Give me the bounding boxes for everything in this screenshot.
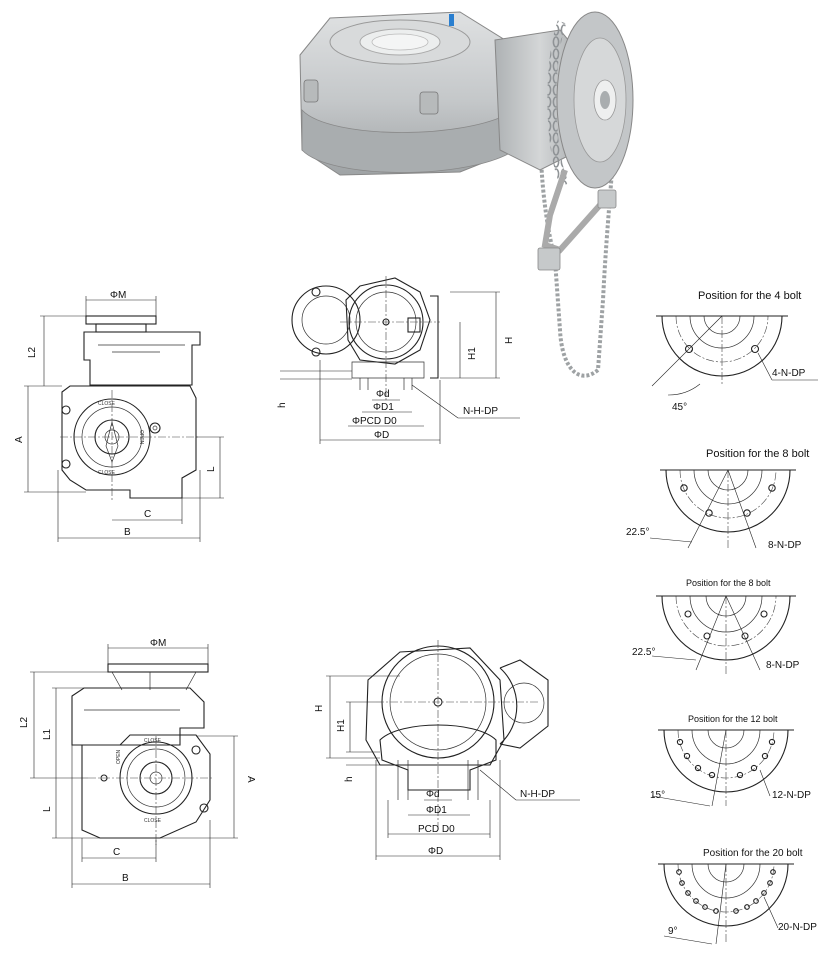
front-dim-h1: H1 bbox=[467, 347, 478, 360]
bolt-pattern-12-callout: 12-N-DP bbox=[772, 790, 811, 801]
close-marking: CLOSE bbox=[98, 401, 116, 407]
front2-dim-pcd: PCD D0 bbox=[418, 824, 455, 835]
dim-a: A bbox=[14, 436, 25, 443]
close-marking-lower: CLOSE bbox=[98, 470, 116, 476]
bolt-pattern-8b-title: Position for the 8 bolt bbox=[686, 578, 771, 588]
dim-c: C bbox=[144, 509, 151, 520]
close-marking-2: CLOSE bbox=[144, 738, 162, 744]
dim-phi-m: ΦM bbox=[110, 290, 126, 301]
bolt-pattern-8b: Position for the 8 bolt 22.5° 8-N-DP bbox=[632, 578, 800, 674]
dim2-a: A bbox=[245, 776, 256, 783]
bolt-pattern-20: Position for the 20 bolt 9° 20-N-DP bbox=[658, 848, 817, 945]
bolt-pattern-4-callout: 4-N-DP bbox=[772, 368, 806, 379]
bolt-pattern-8a-callout: 8-N-DP bbox=[768, 540, 802, 551]
front2-dim-phi-d: Φd bbox=[426, 789, 440, 800]
bolt-pattern-4-title: Position for the 4 bolt bbox=[698, 290, 801, 302]
gearbox-product-photo bbox=[299, 11, 634, 378]
bolt-pattern-20-callout: 20-N-DP bbox=[778, 922, 817, 933]
bolt-pattern-8b-angle: 22.5° bbox=[632, 647, 655, 658]
bolt-pattern-12: Position for the 12 bolt 15° 12-N-DP bbox=[650, 714, 811, 807]
bolt-pattern-12-title: Position for the 12 bolt bbox=[688, 714, 778, 724]
open-marking: OPEN bbox=[138, 430, 144, 445]
vent-plug-icon bbox=[449, 14, 454, 26]
front2-dim-h: h bbox=[344, 776, 355, 782]
bolt-pattern-20-angle: 9° bbox=[668, 926, 678, 937]
front2-dim-phi-d1: ΦD1 bbox=[426, 805, 447, 816]
front2-dim-h1: H1 bbox=[336, 719, 347, 732]
front-dim-phi-d: Φd bbox=[376, 389, 390, 400]
front2-dim-h-total: H bbox=[314, 705, 325, 712]
front-view-drawing-2: H H1 h Φd ΦD1 PCD D0 ΦD N-H-DP bbox=[314, 640, 580, 860]
bolt-pattern-4-angle: 45° bbox=[672, 402, 687, 413]
dim2-phi-m: ΦM bbox=[150, 638, 166, 649]
bolt-pattern-4: Position for the 4 bolt 45° 4-N-DP bbox=[651, 290, 818, 413]
front-dim-phi-pcd: ΦPCD D0 bbox=[352, 416, 397, 427]
bolt-pattern-12-angle: 15° bbox=[650, 790, 665, 801]
open-marking-2: OPEN bbox=[116, 749, 122, 764]
bolt-pattern-20-title: Position for the 20 bolt bbox=[703, 848, 803, 859]
front-view-drawing: h H1 H Φd ΦD1 ΦPCD D0 ΦD N-H-DP bbox=[277, 276, 520, 444]
bolt-pattern-8b-callout: 8-N-DP bbox=[766, 660, 800, 671]
front-dim-phi-D: ΦD bbox=[374, 430, 389, 441]
front-dim-h: h bbox=[277, 402, 288, 408]
close-marking-2-lower: CLOSE bbox=[144, 818, 162, 824]
dim-b: B bbox=[124, 527, 131, 538]
bolt-pattern-8a-title: Position for the 8 bolt bbox=[706, 448, 809, 460]
front2-dim-phi-D: ΦD bbox=[428, 846, 443, 857]
bolt-pattern-8a-angle: 22.5° bbox=[626, 527, 649, 538]
dim2-l2: L2 bbox=[19, 716, 30, 728]
front-dim-h-total: H bbox=[504, 337, 515, 344]
dim-l2: L2 bbox=[27, 346, 38, 358]
side-view-drawing-2: CLOSE CLOSE OPEN ΦM L2 L1 L A C B bbox=[19, 638, 256, 888]
bolt-pattern-8a: Position for the 8 bolt 22.5° 8-N-DP bbox=[626, 448, 809, 551]
side-view-drawing: CLOSE CLOSE OPEN ΦM L2 A L C B bbox=[14, 290, 224, 542]
front-callout-n-h-dp: N-H-DP bbox=[463, 406, 498, 417]
dim2-l1: L1 bbox=[42, 728, 53, 740]
dim-l: L bbox=[206, 466, 217, 472]
front2-callout-n-h-dp: N-H-DP bbox=[520, 789, 555, 800]
dim2-c: C bbox=[113, 847, 120, 858]
dim2-l: L bbox=[42, 806, 53, 812]
dim2-b: B bbox=[122, 873, 129, 884]
front-dim-phi-d1: ΦD1 bbox=[373, 402, 394, 413]
